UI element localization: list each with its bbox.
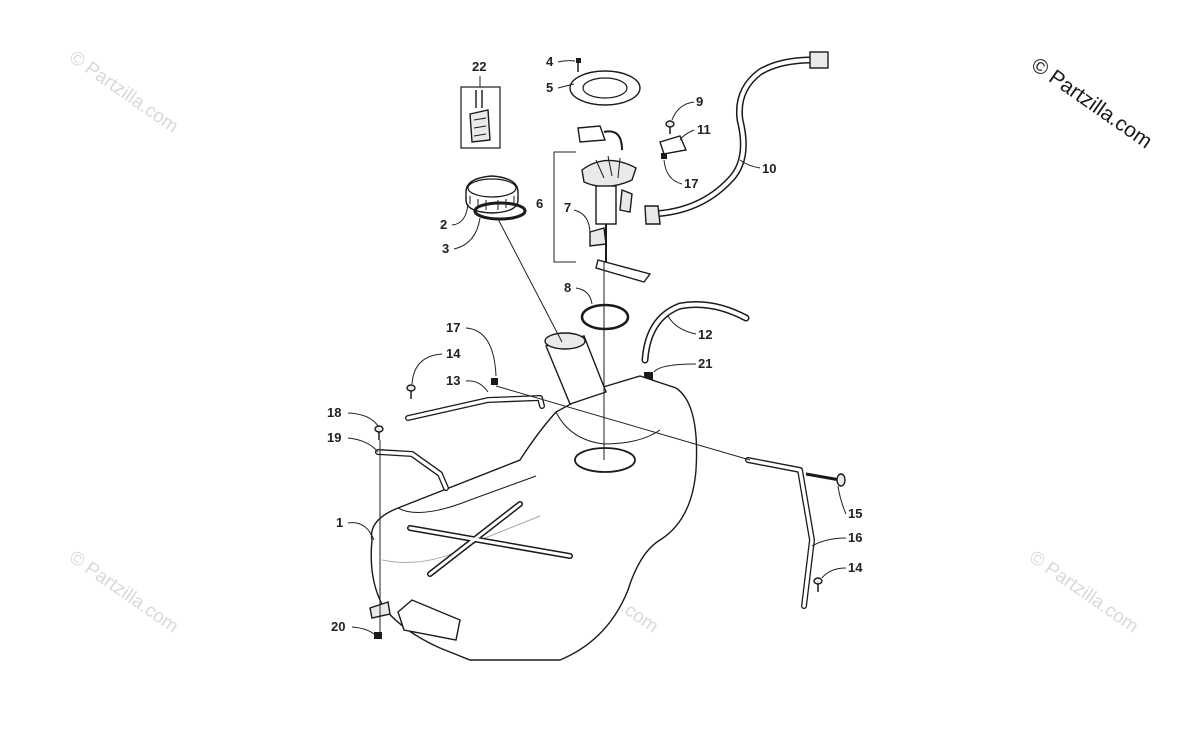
filler-neck <box>544 332 607 405</box>
part-15-bolt <box>805 472 846 487</box>
callout-13: 13 <box>446 373 460 388</box>
watermark-bottom-right: © Partzilla.com <box>1025 547 1142 638</box>
callout-12: 12 <box>698 327 712 342</box>
part-14-screw-left <box>406 384 416 399</box>
part-8-o-ring <box>580 303 630 331</box>
part-10-fuel-hose <box>644 51 829 225</box>
callout-1: 1 <box>336 515 343 530</box>
part-17-nut-upper <box>661 153 667 159</box>
callout-15: 15 <box>848 506 862 521</box>
part-16-bracket <box>745 457 815 609</box>
callout-labels: 22 4 5 2 3 6 7 8 9 11 17 10 12 21 17 14 … <box>327 54 863 635</box>
callout-19: 19 <box>327 430 341 445</box>
part-2-filler-cap <box>465 175 519 214</box>
callout-16: 16 <box>848 530 862 545</box>
part-4-screw <box>576 58 581 72</box>
callout-2: 2 <box>440 217 447 232</box>
callout-5: 5 <box>546 80 553 95</box>
callout-7: 7 <box>564 200 571 215</box>
callout-4: 4 <box>546 54 554 69</box>
part-1-fuel-tank <box>370 375 698 661</box>
part-21-fitting <box>644 372 653 380</box>
callout-14-right: 14 <box>848 560 863 575</box>
callout-11: 11 <box>697 122 711 137</box>
part-5-gasket <box>569 70 641 106</box>
callout-9: 9 <box>696 94 703 109</box>
callout-21: 21 <box>698 356 712 371</box>
part-14-screw-right <box>813 577 823 592</box>
callout-17-upper: 17 <box>684 176 698 191</box>
part-18-screw <box>374 425 384 440</box>
part-17-nut-lower <box>491 378 498 385</box>
part-11-clamp <box>659 135 687 155</box>
part-3-cap-seal <box>473 201 527 221</box>
callout-18: 18 <box>327 405 341 420</box>
part-19-bracket <box>375 449 449 491</box>
part-9-screw <box>665 120 675 134</box>
part-13-bracket <box>405 395 545 421</box>
watermark-top-left: © Partzilla.com <box>65 47 182 138</box>
alignment-lines <box>379 218 751 632</box>
callout-6: 6 <box>536 196 543 211</box>
part-6-fuel-pump <box>577 125 652 283</box>
callout-8: 8 <box>564 280 571 295</box>
callout-17-lower: 17 <box>446 320 460 335</box>
callout-10: 10 <box>762 161 776 176</box>
copyright-text: © Partzilla.com <box>1027 53 1156 153</box>
watermark-bottom-left: © Partzilla.com <box>65 547 182 638</box>
part-12-vent-hose <box>641 301 750 364</box>
callout-22: 22 <box>472 59 486 74</box>
part-22-sender <box>460 86 501 149</box>
callout-20: 20 <box>331 619 345 634</box>
callout-14-left: 14 <box>446 346 461 361</box>
callout-3: 3 <box>442 241 449 256</box>
